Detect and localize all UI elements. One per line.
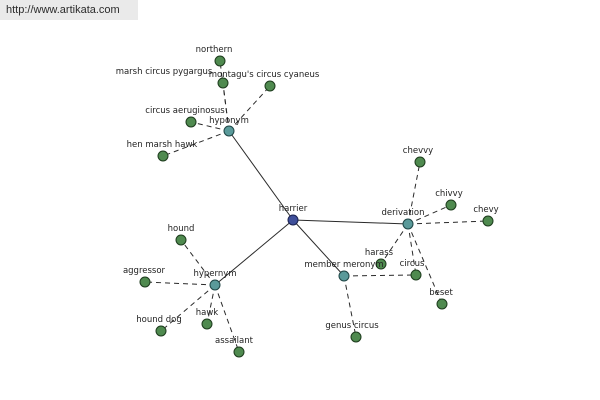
edge-harrier-hypernym [214,219,294,286]
node-chivvy[interactable] [445,199,457,211]
node-hen-marsh-hawk[interactable] [157,150,169,162]
node-label-hen-marsh-hawk: hen marsh hawk [127,140,198,150]
edge-derivation-chevy [407,220,489,225]
node-montagus-circus-cyaneus[interactable] [264,80,276,92]
node-label-hound-dog: hound dog [136,315,181,325]
edge-hyponym-circus-aeruginosus [190,121,230,132]
node-label-hound: hound [168,224,195,234]
node-label-marsh-circus-pygargus: marsh circus pygargus [116,67,213,77]
node-label-hawk: hawk [196,308,219,318]
label-layer: harrier hyponym derivation hypernym member m… [116,45,499,346]
edge-hyponym-hen-marsh-hawk [162,130,230,157]
edge-derivation-harass [380,223,409,265]
node-chevy[interactable] [482,215,494,227]
node-hypernym[interactable] [209,279,221,291]
edge-derivation-beset [407,223,443,305]
node-marsh-circus-pygargus[interactable] [217,77,229,89]
node-label-hyponym: hyponym [209,116,249,126]
node-label-aggressor: aggressor [123,266,166,276]
watermark-url: http://www.artikata.com [0,0,138,20]
node-hyponym[interactable] [223,125,235,137]
edge-harrier-member-meronym [292,219,345,277]
node-aggressor[interactable] [139,276,151,288]
node-genus-circus[interactable] [350,331,362,343]
node-label-chevvy: chevvy [403,146,433,156]
node-harrier[interactable] [287,214,299,226]
edge-layer [144,60,489,353]
node-label-circus-aeruginosus: circus aeruginosus [145,106,225,116]
node-label-chivvy: chivvy [435,189,463,199]
node-label-derivation: derivation [381,208,424,218]
node-label-harass: harass [365,248,394,258]
node-circus-aeruginosus[interactable] [185,116,197,128]
node-member-meronym[interactable] [338,270,350,282]
edge-hyponym-montagus-circus-cyaneus [228,85,271,132]
edge-hypernym-hound [180,239,216,286]
node-hound[interactable] [175,234,187,246]
node-northern[interactable] [214,55,226,67]
node-derivation[interactable] [402,218,414,230]
edge-hypernym-assailant [214,284,240,353]
node-hound-dog[interactable] [155,325,167,337]
node-label-member-meronym: member meronym [304,260,383,270]
node-label-harrier: harrier [279,204,308,214]
node-label-circus: circus [400,259,425,269]
node-label-northern: northern [196,45,233,55]
node-assailant[interactable] [233,346,245,358]
node-layer [139,55,494,358]
edge-derivation-chevvy [407,161,421,225]
edge-hyponym-marsh-circus-pygargus [222,82,230,132]
node-label-beset: beset [429,288,453,298]
node-label-genus-circus: genus circus [325,321,379,331]
node-label-assailant: assailant [215,336,254,346]
node-beset[interactable] [436,298,448,310]
edge-member-meronym-circus [343,274,417,277]
edge-harrier-derivation [292,219,409,225]
edge-hypernym-hound-dog [160,284,216,332]
node-label-montagus-circus-cyaneus: montagu's circus cyaneus [209,70,320,80]
edge-harrier-hyponym [228,130,294,221]
edge-hypernym-aggressor [144,281,216,286]
node-label-hypernym: hypernym [193,269,236,279]
node-circus[interactable] [410,269,422,281]
edge-member-meronym-genus-circus [343,275,357,338]
node-harass[interactable] [375,258,387,270]
edge-hypernym-hawk [206,284,216,325]
node-chevvy[interactable] [414,156,426,168]
edge-derivation-chivvy [407,204,452,225]
node-label-chevy: chevy [473,205,498,215]
node-hawk[interactable] [201,318,213,330]
